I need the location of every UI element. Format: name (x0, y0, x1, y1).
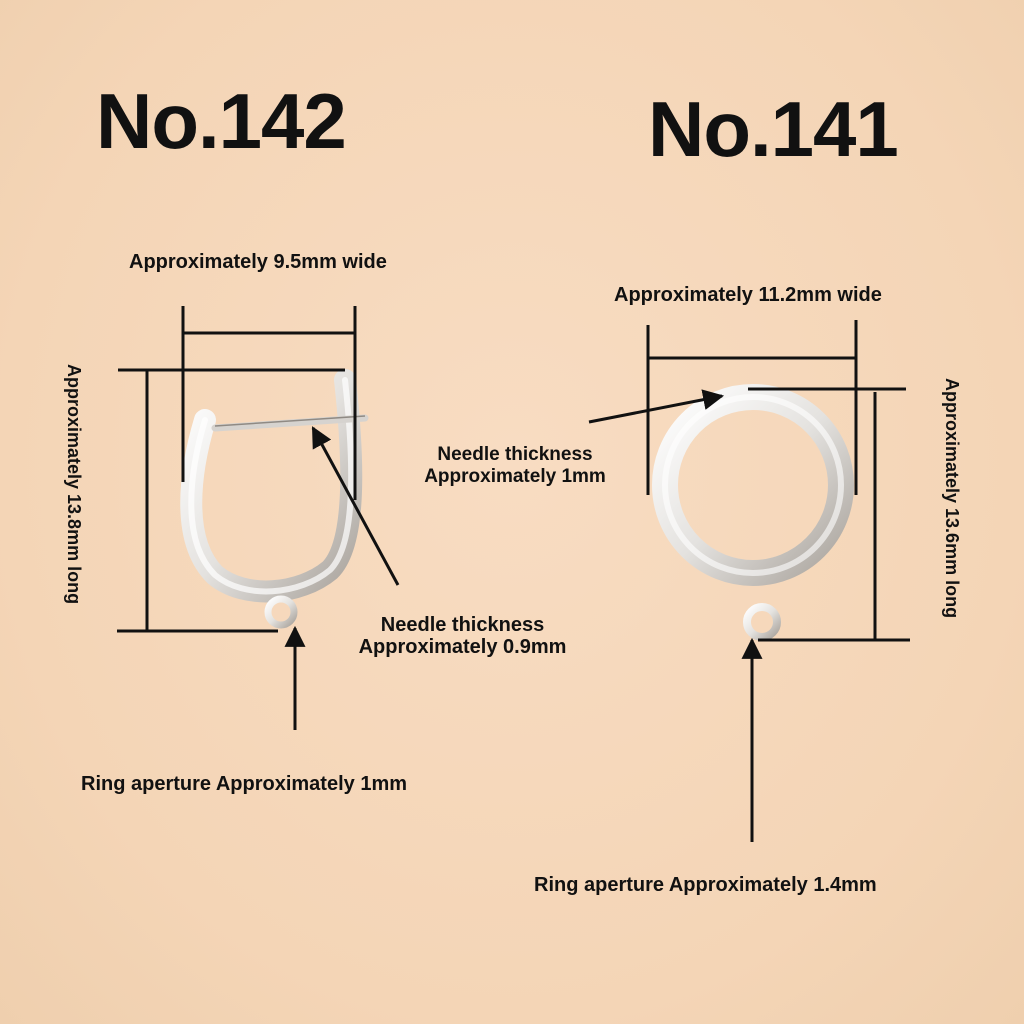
needle-arrow-no142 (311, 426, 400, 586)
product-title-no142: No.142 (96, 77, 347, 165)
product-title-no141: No.141 (648, 85, 899, 173)
length-label-no142: Approximately 13.8mm long (64, 364, 84, 605)
width-label-no142: Approximately 9.5mm wide (129, 251, 387, 273)
needle-label-line1: Needle thickness (437, 444, 593, 465)
earring-no141 (652, 384, 854, 641)
width-dimension-no142 (181, 306, 357, 500)
width-label-no141: Approximately 11.2mm wide (614, 284, 882, 306)
needle-label-line2: Approximately 1mm (424, 466, 606, 487)
needle-label-line1: Needle thickness (380, 614, 545, 636)
length-label-no141: Approximately 13.6mm long (942, 378, 962, 619)
earring-no142 (180, 369, 369, 629)
needle-arrow-no141 (588, 389, 725, 424)
needle-label-no141: Needle thickness Approximately 1mm (408, 444, 622, 488)
length-dimension-no142 (117, 368, 345, 633)
needle-label-no142: Needle thickness Approximately 0.9mm (340, 614, 585, 658)
ring-label-no141: Ring aperture Approximately 1.4mm (534, 874, 877, 896)
length-dimension-no141 (748, 387, 910, 642)
ring-label-no142: Ring aperture Approximately 1mm (81, 773, 408, 795)
needle-label-line2: Approximately 0.9mm (358, 636, 567, 658)
